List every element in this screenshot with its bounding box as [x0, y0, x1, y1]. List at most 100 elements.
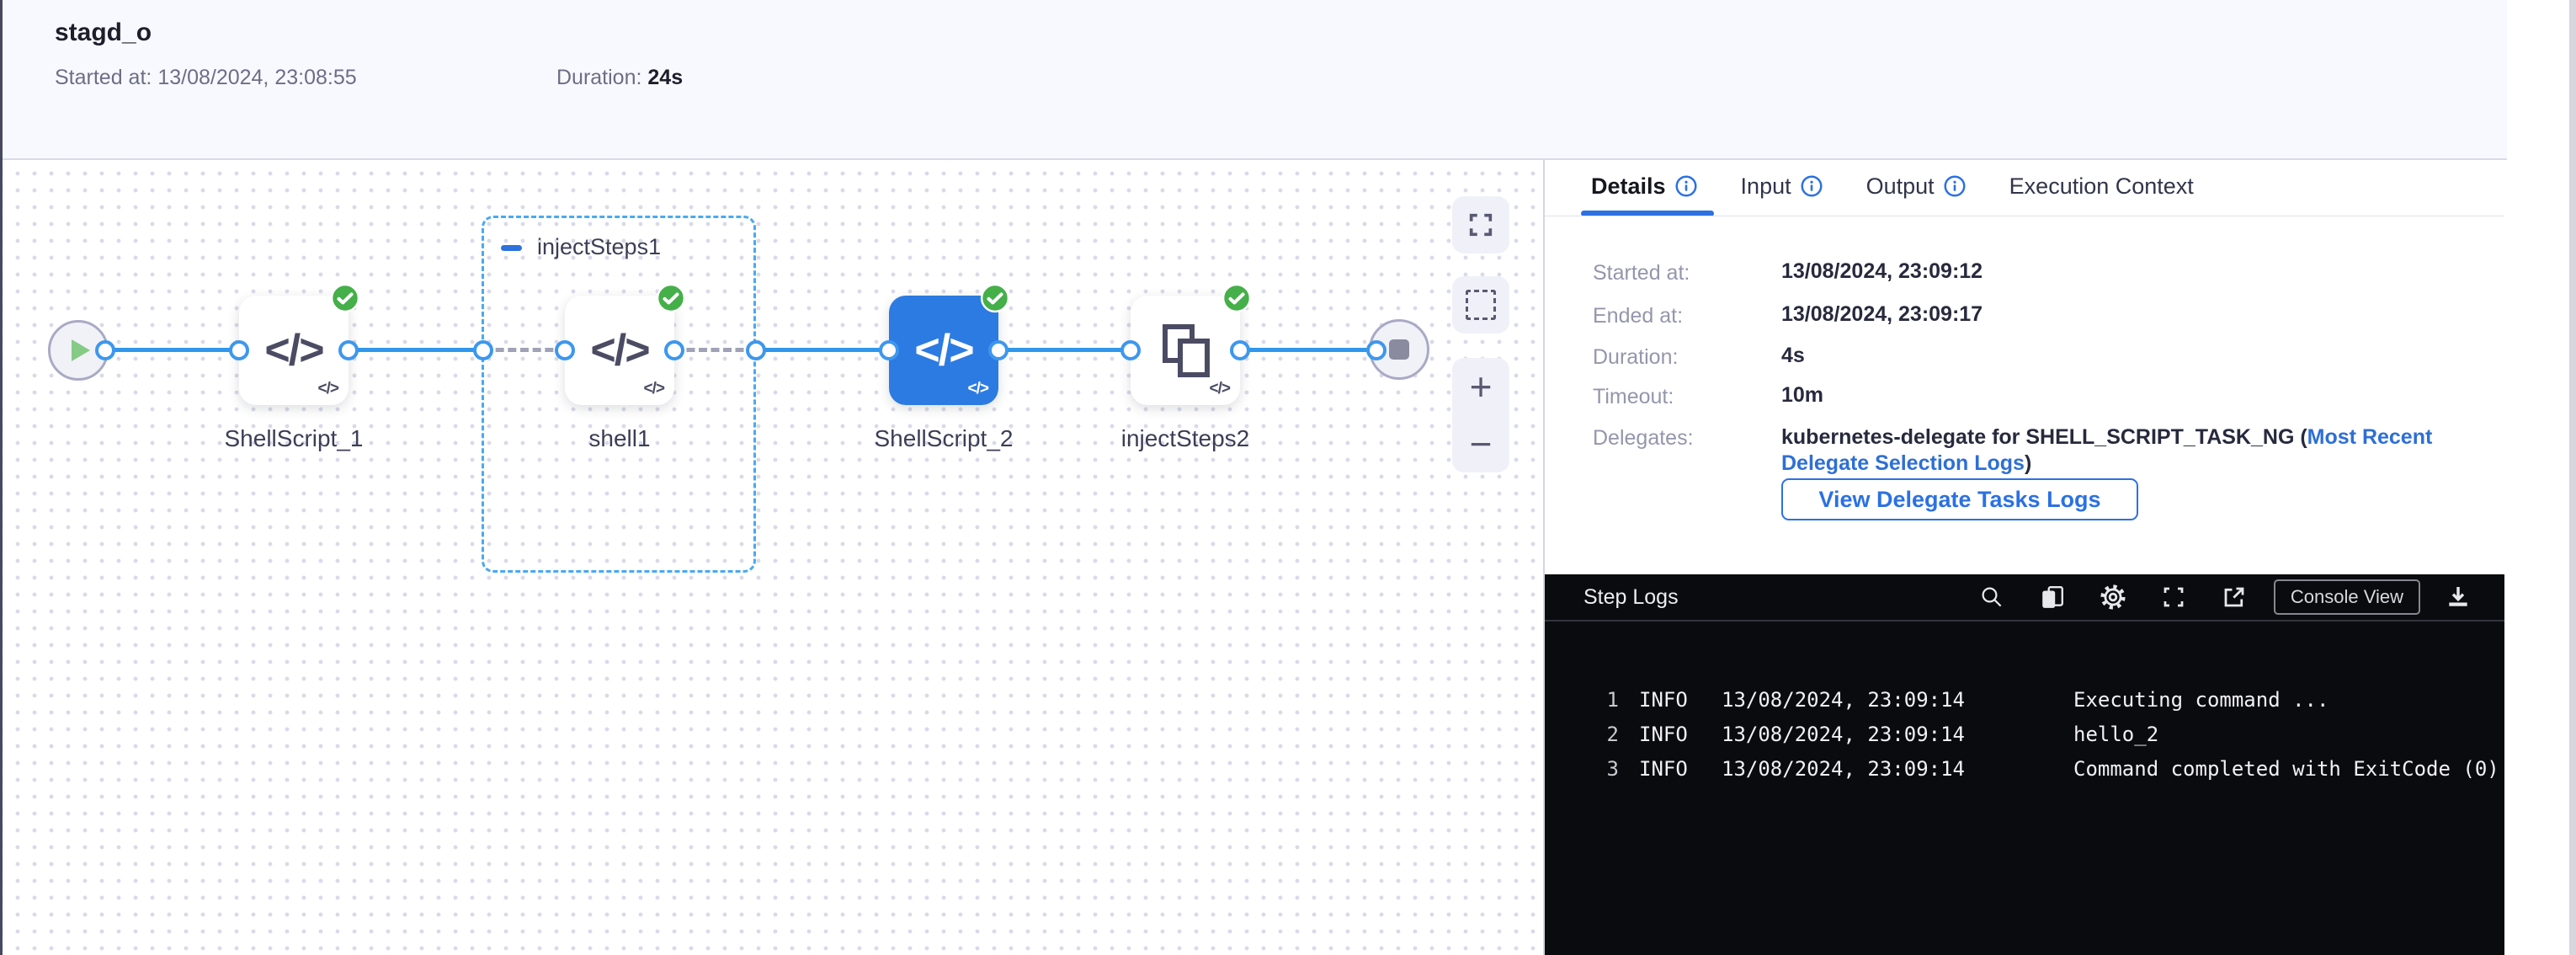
tab-input[interactable]: Input [1741, 173, 1823, 200]
info-icon [1801, 175, 1823, 197]
step-details-tabs: Details Input Output Execution Context [1591, 160, 2194, 212]
detail-label: Started at: [1593, 261, 1690, 285]
node-label: ShellScript_1 [224, 425, 364, 451]
log-line-number: 3 [1606, 756, 1619, 781]
selection-rectangle-icon [1466, 290, 1496, 320]
log-message: Executing command ... [2073, 687, 2329, 712]
started-at-meta: Started at: 13/08/2024, 23:08:55 [55, 66, 357, 90]
fit-to-screen-button[interactable] [1452, 196, 1509, 253]
step-logs-header: Step Logs Console View [1545, 574, 2504, 622]
log-level: INFO [1639, 756, 1688, 781]
port [338, 340, 359, 360]
active-tab-underline [1581, 211, 1714, 216]
shell-script-type-icon: </> [967, 380, 990, 397]
external-link-icon [2224, 587, 2244, 607]
duration-label: Duration: [556, 66, 642, 89]
fullscreen-icon [2164, 587, 2184, 607]
tab-execution-context[interactable]: Execution Context [2009, 173, 2194, 199]
edge-start-to-shellscript1 [105, 348, 240, 352]
started-at-value: 13/08/2024, 23:08:55 [157, 66, 357, 89]
stage-title: stagd_o [55, 19, 152, 46]
edge-shellscript1-to-group [349, 348, 483, 352]
port [879, 340, 899, 360]
edge-group-to-shell1 [483, 348, 566, 352]
collapse-group-icon[interactable] [501, 245, 522, 251]
page-scrollbar[interactable] [2569, 0, 2576, 955]
log-settings-button[interactable] [2099, 583, 2127, 611]
log-line: 2 INFO 13/08/2024, 23:09:14 hello_2 [1600, 717, 2499, 751]
log-line-number: 2 [1606, 722, 1619, 746]
panel-divider [1543, 160, 1545, 955]
detail-value: 13/08/2024, 23:09:12 [1781, 259, 1983, 283]
code-icon: </> [590, 326, 650, 375]
success-check-icon [980, 283, 1010, 313]
log-line: 3 INFO 13/08/2024, 23:09:14 Command comp… [1600, 751, 2499, 786]
node-shellscript1[interactable]: </> </> [239, 296, 349, 405]
log-timestamp: 13/08/2024, 23:09:14 [1722, 687, 1965, 712]
edge-shellscript2-to-injectsteps2 [998, 348, 1131, 352]
success-check-icon [656, 283, 686, 313]
port [1120, 340, 1141, 360]
tab-output[interactable]: Output [1866, 173, 1966, 200]
step-logs-panel: Step Logs Console View [1545, 574, 2504, 955]
download-logs-button[interactable] [2444, 583, 2472, 611]
port [1366, 340, 1386, 360]
node-shell1[interactable]: </> </> [565, 296, 674, 405]
zoom-in-button[interactable]: + [1469, 365, 1493, 408]
port [95, 340, 115, 360]
fullscreen-icon [1469, 213, 1493, 237]
open-in-new-window-button[interactable] [2220, 583, 2249, 611]
duration-value: 24s [647, 66, 684, 89]
left-edge-strip [0, 0, 3, 955]
tab-details[interactable]: Details [1591, 173, 1697, 200]
node-shellscript2[interactable]: </> </> [889, 296, 998, 405]
expand-logs-button[interactable] [2159, 583, 2188, 611]
success-check-icon [1221, 283, 1252, 313]
detail-value: 10m [1781, 383, 1824, 407]
copy-logs-button[interactable] [2038, 583, 2067, 611]
port [988, 340, 1009, 360]
shell-script-type-icon: </> [317, 380, 340, 397]
stop-icon [1389, 339, 1409, 360]
duration-meta: Duration: 24s [556, 66, 683, 90]
started-at-label: Started at: [55, 66, 152, 89]
code-icon: </> [914, 326, 974, 375]
search-logs-button[interactable] [1977, 583, 2006, 611]
edge-group-to-shellscript2 [756, 348, 889, 352]
step-group-injectSteps1[interactable] [482, 216, 756, 573]
port [746, 340, 766, 360]
group-copy-icon [1163, 324, 1210, 377]
step-logs-title: Step Logs [1583, 584, 1679, 609]
detail-value: 4s [1781, 344, 1805, 367]
marquee-select-button[interactable] [1452, 276, 1509, 333]
edge-shell1-to-group [674, 348, 756, 352]
delegates-value: kubernetes-delegate for SHELL_SCRIPT_TAS… [1781, 424, 2446, 477]
detail-value: 13/08/2024, 23:09:17 [1781, 302, 1983, 326]
log-line-number: 1 [1606, 687, 1619, 712]
shell-script-type-icon: </> [643, 380, 666, 397]
node-label: shell1 [588, 425, 651, 451]
copy-icon [2042, 586, 2063, 608]
view-delegate-tasks-logs-button[interactable]: View Delegate Tasks Logs [1781, 478, 2138, 520]
delegate-selection-logs-link[interactable]: Most Recent Delegate Selection Logs [1781, 425, 2433, 475]
group-label: injectSteps1 [537, 234, 662, 259]
node-injectsteps2[interactable]: </> [1131, 296, 1240, 405]
info-icon [1675, 175, 1697, 197]
log-level: INFO [1639, 687, 1688, 712]
log-message: Command completed with ExitCode (0) [2073, 756, 2499, 781]
gear-icon [2100, 584, 2126, 610]
pipeline-canvas[interactable]: injectSteps1 </> </> </> </> </> </> [3, 160, 1543, 955]
delegates-text-suffix: ) [2024, 451, 2032, 475]
console-view-button[interactable]: Console View [2273, 579, 2420, 615]
play-icon [72, 339, 90, 361]
zoom-out-button[interactable]: − [1469, 422, 1493, 466]
log-line: 1 INFO 13/08/2024, 23:09:14 Executing co… [1600, 682, 2499, 717]
delegates-text: kubernetes-delegate for SHELL_SCRIPT_TAS… [1781, 425, 2307, 449]
detail-label: Ended at: [1593, 304, 1684, 328]
log-message: hello_2 [2073, 722, 2159, 746]
detail-label: Delegates: [1593, 426, 1694, 450]
download-icon [2449, 587, 2467, 606]
edge-injectsteps2-to-end [1240, 348, 1376, 352]
port [555, 340, 575, 360]
